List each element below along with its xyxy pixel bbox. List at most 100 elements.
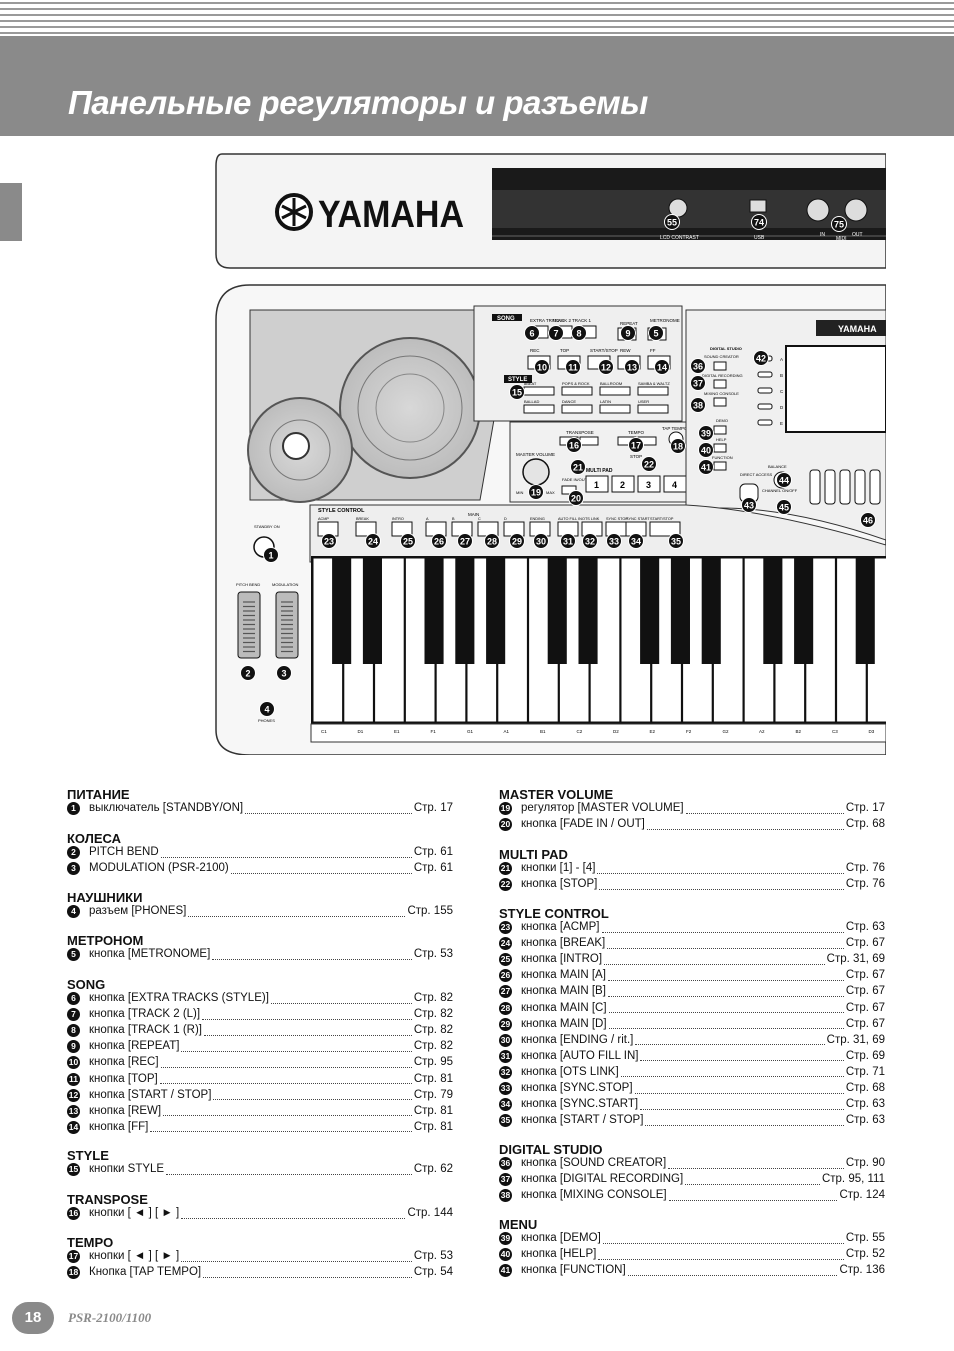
callout-40: 40 (698, 442, 714, 458)
callout-number: 74 (754, 217, 764, 227)
song-transport-label: START/STOP (590, 348, 618, 353)
function-button[interactable] (713, 461, 727, 471)
black-key[interactable] (794, 558, 814, 664)
callout-41: 41 (698, 459, 714, 475)
leader-dots (166, 1165, 412, 1175)
master-volume-knob[interactable] (522, 458, 550, 486)
callout-number: 23 (324, 536, 334, 546)
callout-15: 15 (509, 384, 525, 400)
usb-label: USB (754, 235, 765, 241)
control-name: кнопка [BREAK] (521, 937, 606, 950)
help-button[interactable] (713, 443, 727, 453)
channel-button[interactable] (869, 469, 881, 505)
style-button[interactable] (637, 404, 669, 414)
black-key[interactable] (855, 558, 875, 664)
sound-creator-label: SOUND CREATOR (704, 354, 739, 359)
callout-number: 42 (756, 353, 766, 363)
leader-dots (685, 1175, 820, 1185)
lcd-side-button[interactable] (757, 419, 773, 426)
callout-22: 22 (641, 456, 657, 472)
channel-button[interactable] (824, 469, 836, 505)
callout-14: 14 (654, 359, 670, 375)
channel-button[interactable] (854, 469, 866, 505)
style-control-button-label: A (426, 517, 429, 521)
black-key[interactable] (640, 558, 660, 664)
black-key[interactable] (455, 558, 475, 664)
fade-label: FADE IN/OUT (562, 477, 588, 482)
black-key[interactable] (763, 558, 783, 664)
page-reference: Стр. 155 (407, 905, 453, 917)
callout-9: 9 (620, 325, 636, 341)
black-key[interactable] (424, 558, 444, 664)
callout-5: 5 (648, 325, 664, 341)
page-reference: Стр. 63 (845, 1114, 885, 1127)
style-button[interactable] (561, 404, 593, 414)
style-button[interactable] (599, 404, 631, 414)
key-note-label: D1 (358, 729, 364, 734)
leader-dots (245, 804, 412, 814)
style-button[interactable] (599, 386, 631, 396)
page-reference: Стр. 71 (845, 1065, 885, 1078)
black-key[interactable] (670, 558, 690, 664)
leader-dots (181, 1209, 406, 1219)
style-control-button[interactable] (355, 521, 377, 537)
multi-pad-button[interactable] (585, 475, 609, 493)
leader-dots (163, 1106, 412, 1117)
channel-button[interactable] (839, 469, 851, 505)
lcd-side-letter: E (780, 421, 783, 426)
mixing-console-button[interactable] (713, 397, 727, 407)
transpose-up-button[interactable] (579, 436, 599, 446)
control-name: кнопка [EXTRA TRACKS (STYLE)] (89, 992, 269, 1004)
page-reference: Стр. 95, 111 (821, 1173, 885, 1186)
control-name: кнопки [ ◄ ] [ ► ] (89, 1250, 180, 1262)
callout-20: 20 (568, 490, 584, 506)
yamaha-logo: YAMAHA (275, 193, 464, 236)
black-key[interactable] (486, 558, 506, 664)
key-note-label: B2 (796, 729, 802, 734)
callout-number: 8 (576, 328, 581, 338)
digital-recording-button[interactable] (713, 379, 727, 389)
page-reference: Стр. 76 (845, 862, 885, 874)
section-title-multi-pad: MULTI PAD (499, 847, 568, 862)
control-name: кнопка [SOUND CREATOR] (521, 1157, 667, 1169)
page-reference: Стр. 79 (413, 1088, 453, 1101)
leader-dots (640, 1051, 844, 1062)
style-button[interactable] (523, 404, 555, 414)
multi-pad-button[interactable] (637, 475, 661, 493)
leader-dots (212, 950, 412, 960)
style-button[interactable] (523, 386, 555, 396)
black-key[interactable] (547, 558, 567, 664)
callout-number: 23 (499, 921, 512, 934)
song-label: SONG (497, 316, 515, 322)
multi-pad-button[interactable] (611, 475, 635, 493)
callout-36: 36 (690, 358, 706, 374)
black-key[interactable] (578, 558, 598, 664)
song-metronome-label: METRONOME (650, 318, 680, 323)
control-name: кнопки STYLE (89, 1163, 165, 1175)
demo-button[interactable] (713, 425, 727, 435)
callout-39: 39 (698, 425, 714, 441)
sound-creator-button[interactable] (713, 361, 727, 371)
leader-dots (646, 820, 844, 830)
style-category-label: BALLROOM (600, 381, 622, 386)
black-key[interactable] (362, 558, 382, 664)
volume-max-label: MAX (546, 490, 555, 495)
style-button[interactable] (561, 386, 593, 396)
callout-13: 13 (624, 359, 640, 375)
callout-number: 15 (67, 1163, 80, 1176)
style-button[interactable] (637, 386, 669, 396)
lcd-side-button[interactable] (757, 371, 773, 378)
lcd-side-button[interactable] (757, 387, 773, 394)
callout-33: 33 (606, 533, 622, 549)
channel-button[interactable] (809, 469, 821, 505)
callout-number: 37 (499, 1173, 512, 1187)
black-key[interactable] (332, 558, 352, 664)
black-key[interactable] (701, 558, 721, 664)
style-control-button-label: SYNC START (626, 517, 650, 521)
style-control-button[interactable] (649, 521, 681, 537)
lcd-side-button[interactable] (757, 403, 773, 410)
